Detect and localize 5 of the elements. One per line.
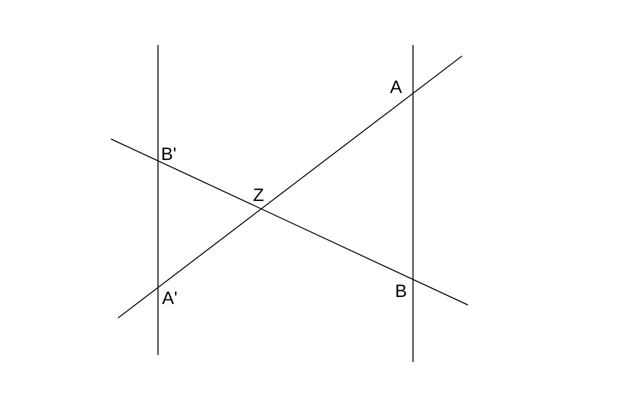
point-label: B' xyxy=(161,144,176,164)
point-label: Z xyxy=(253,185,264,205)
point-label: A xyxy=(390,77,402,97)
point-label: B xyxy=(395,281,408,301)
point-label: A' xyxy=(162,288,178,308)
